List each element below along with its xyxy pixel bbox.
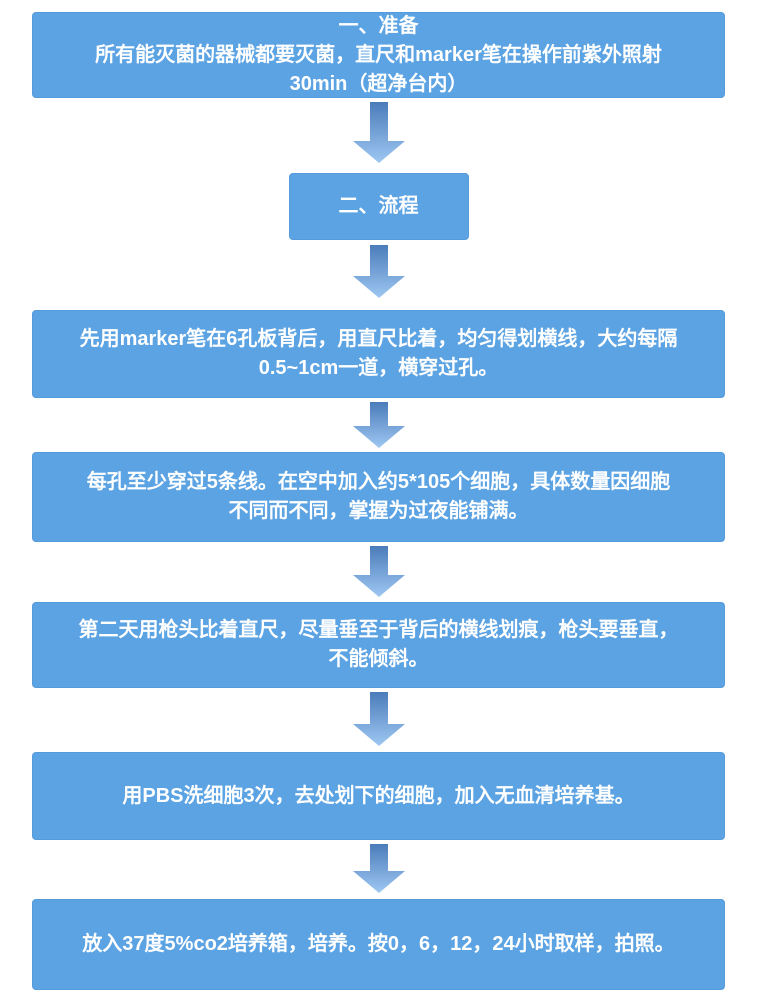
step-text: 用PBS洗细胞3次，去处划下的细胞，加入无血清培养基。 (122, 784, 635, 807)
down-arrow-icon (352, 402, 405, 448)
step-text: 每孔至少穿过5条线。在空中加入约5*105个细胞，具体数量因细胞 (86, 471, 671, 493)
step-box-wash-pbs: 用PBS洗细胞3次，去处划下的细胞，加入无血清培养基。 (32, 752, 725, 840)
step-box-scratch: 第二天用枪头比着直尺，尽量垂至于背后的横线划痕，枪头要垂直， 不能倾斜。 (32, 602, 725, 688)
step-text: 放入37度5%co2培养箱，培养。按0，6，12，24小时取样，拍照。 (82, 933, 675, 955)
down-arrow-icon (352, 546, 405, 597)
step-box-incubate: 放入37度5%co2培养箱，培养。按0，6，12，24小时取样，拍照。 (32, 899, 725, 990)
step-text: 第二天用枪头比着直尺，尽量垂至于背后的横线划痕，枪头要垂直， (78, 619, 679, 641)
step-text: 不能倾斜。 (328, 648, 429, 670)
step-heading: 二、流程 (338, 195, 419, 217)
step-box-process-header: 二、流程 (288, 173, 469, 240)
down-arrow-icon (352, 102, 405, 163)
step-text: 先用marker笔在6孔板背后，用直尺比着，均匀得划横线，大约每隔 (79, 328, 678, 350)
down-arrow-icon (352, 245, 405, 298)
step-box-preparation: 一、准备 所有能灭菌的器械都要灭菌，直尺和marker笔在操作前紫外照射 30m… (32, 12, 725, 98)
down-arrow-icon (352, 844, 405, 893)
step-box-seed-cells: 每孔至少穿过5条线。在空中加入约5*105个细胞，具体数量因细胞 不同而不同，掌… (32, 452, 725, 542)
step-text: 不同而不同，掌握为过夜能铺满。 (228, 500, 529, 522)
step-text: 30min（超净台内） (289, 72, 468, 95)
step-text: 所有能灭菌的器械都要灭菌，直尺和marker笔在操作前紫外照射 (95, 43, 662, 66)
down-arrow-icon (352, 692, 405, 746)
step-heading: 一、准备 (338, 14, 419, 37)
step-text: 0.5~1cm一道，横穿过孔。 (258, 357, 499, 379)
step-box-draw-lines: 先用marker笔在6孔板背后，用直尺比着，均匀得划横线，大约每隔 0.5~1c… (32, 310, 725, 398)
